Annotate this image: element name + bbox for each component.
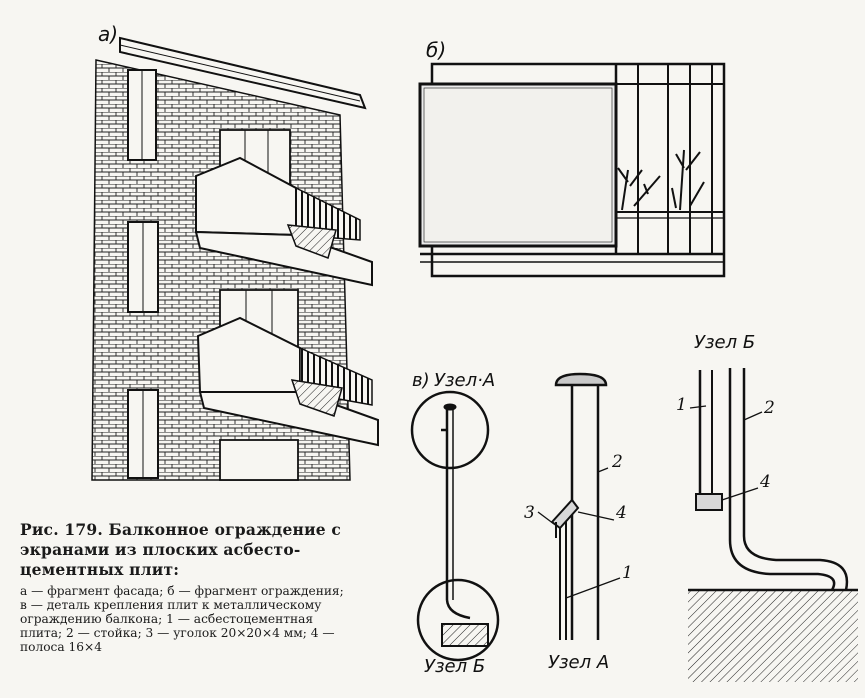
node-a-top-label: Узел·А — [434, 370, 496, 391]
node-b-bottom-label: Узел Б — [424, 656, 486, 677]
panel-label-v: в) — [412, 370, 430, 391]
facade-drawing — [91, 36, 379, 481]
node-b-drawing — [688, 368, 858, 682]
node-a-bottom-label: Узел А — [548, 652, 610, 673]
node-a-drawing — [550, 372, 608, 640]
node-b-top-label: Узел Б — [694, 332, 756, 353]
panel-label-b: б) — [426, 38, 447, 62]
caption-title: Рис. 179. Балконное ограждение с экранам… — [20, 520, 342, 579]
callout-2-node-b: 2 — [764, 398, 775, 418]
callout-3: 3 — [524, 503, 535, 523]
panel-label-a: а) — [98, 22, 119, 46]
callout-4-node-b: 4 — [760, 472, 771, 492]
caption-body: а — фрагмент фасада; б — фрагмент огражд… — [20, 584, 344, 654]
callout-2-node-a: 2 — [612, 452, 623, 472]
callout-1-node-a: 1 — [622, 563, 633, 583]
callout-1-node-b: 1 — [676, 395, 687, 415]
railing-drawing — [418, 62, 726, 278]
detail-slab-drawing — [410, 390, 500, 662]
callout-4-node-a: 4 — [616, 503, 627, 523]
figure-caption: Рис. 179. Балконное ограждение с экранам… — [20, 520, 350, 654]
